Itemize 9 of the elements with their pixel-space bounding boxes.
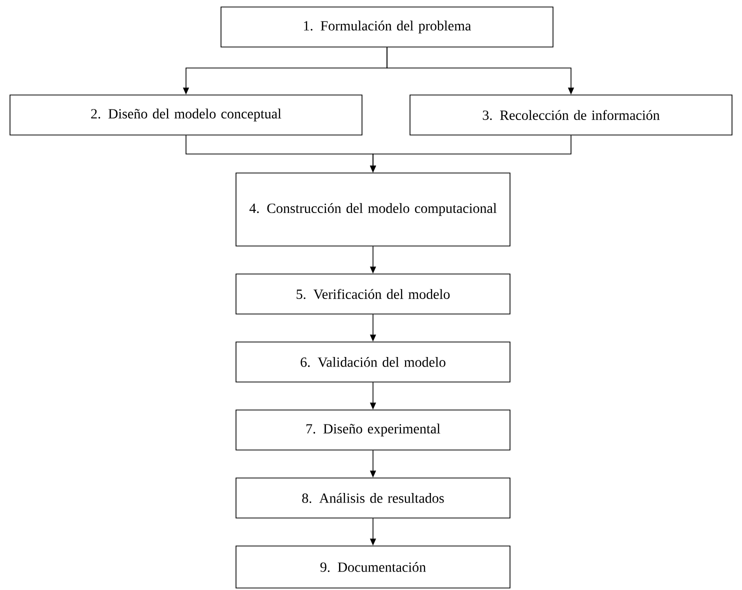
process-box: 4. Construcción del modelo computacional	[236, 172, 510, 246]
process-box: 6. Validación del modelo	[236, 342, 510, 382]
process-box: 7. Diseño experimental	[236, 410, 510, 450]
process-box: 2. Diseño del modelo conceptual	[10, 94, 362, 136]
process-box: 5. Verificación del modelo	[236, 274, 510, 314]
process-box: 1. Formulación del problema	[220, 6, 554, 48]
process-box: 3. Recolección de información	[410, 94, 732, 136]
process-box: 9. Documentación	[236, 546, 510, 588]
process-box: 8. Análisis de resultados	[236, 478, 510, 518]
